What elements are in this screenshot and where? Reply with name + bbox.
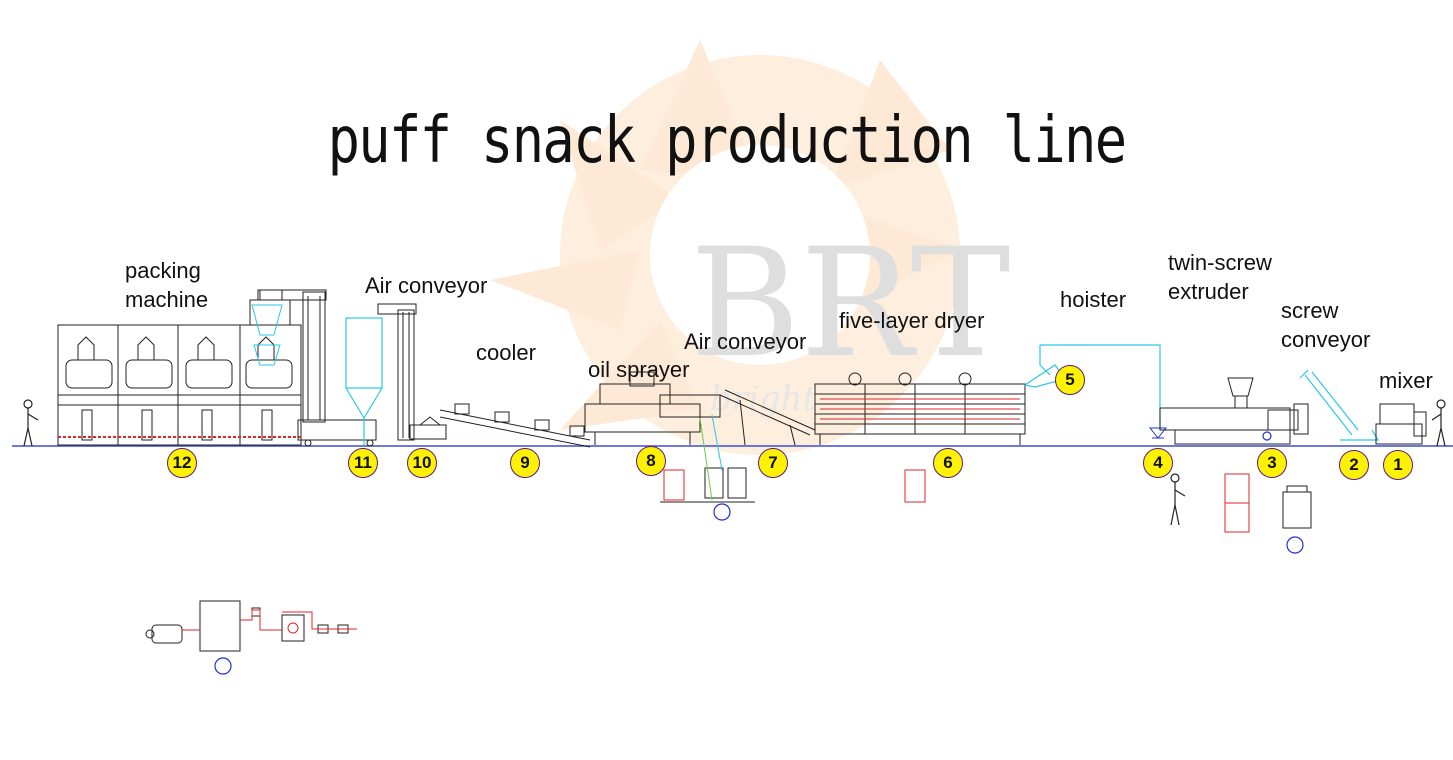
- bucket-elevator: [257, 289, 377, 447]
- operator-figure-4: [1170, 473, 1186, 526]
- marker-4: 4: [1143, 448, 1173, 478]
- marker-11: 11: [348, 448, 378, 478]
- label-screw-conveyor: screw conveyor: [1281, 296, 1370, 354]
- label-mixer: mixer: [1379, 368, 1433, 393]
- marker-6: 6: [933, 448, 963, 478]
- packing-hopper: [251, 304, 283, 366]
- marker-8: 8: [636, 446, 666, 476]
- label-twin-screw-extruder: twin-screw extruder: [1168, 248, 1272, 306]
- marker-5: 5: [1055, 365, 1085, 395]
- water-tank: [1282, 485, 1312, 529]
- operator-figure-left: [23, 399, 39, 447]
- feeder-4: [1148, 427, 1168, 439]
- marker-10: 10: [407, 448, 437, 478]
- label-cooler: cooler: [476, 340, 536, 365]
- air-conveyor-mid: [719, 389, 816, 446]
- label-five-layer-dryer: five-layer dryer: [839, 308, 985, 333]
- air-conveyor-left: [377, 303, 417, 441]
- watermark-text: BRT: [690, 217, 1011, 391]
- oil-pipe-green: [699, 417, 713, 501]
- marker-12: 12: [167, 448, 197, 478]
- oil-tanks: [660, 467, 755, 503]
- label-hoister: hoister: [1060, 287, 1127, 312]
- label-extruder-line2: extruder: [1168, 279, 1249, 304]
- hoister: [1023, 344, 1161, 430]
- extruder-motor-symbol: [1262, 431, 1272, 441]
- feeder-10: [409, 416, 447, 440]
- dryer-heater-lines: [820, 398, 1020, 420]
- diagram-title: puff snack production line: [327, 104, 1128, 178]
- label-extruder-line1: twin-screw: [1168, 250, 1272, 275]
- label-screw-line2: conveyor: [1281, 327, 1371, 352]
- mixer: [1375, 403, 1427, 445]
- oil-motor-symbol: [713, 503, 731, 521]
- marker-2: 2: [1339, 450, 1369, 480]
- dryer-control-cabinet: [904, 469, 926, 503]
- label-air-conveyor-left: Air conveyor: [365, 273, 488, 298]
- twin-screw-extruder: [1159, 377, 1309, 445]
- steam-generator-set: [145, 600, 349, 652]
- label-screw-line1: screw: [1281, 298, 1339, 323]
- watermark-subtext: bright: [710, 379, 817, 419]
- cooler: [439, 403, 591, 448]
- marker-1: 1: [1383, 450, 1413, 480]
- marker-3: 3: [1257, 448, 1287, 478]
- screw-conveyor: [1299, 369, 1380, 441]
- extruder-control-cabinet: [1224, 473, 1250, 533]
- tank-motor-symbol: [1286, 536, 1304, 554]
- marker-9: 9: [510, 448, 540, 478]
- oil-pipe: [711, 414, 723, 471]
- label-oil-sprayer: oil sprayer: [588, 357, 690, 382]
- oil-control-cabinet: [663, 469, 685, 501]
- steam-motor-symbol: [214, 657, 232, 675]
- steam-pipes: [182, 609, 357, 634]
- label-packing-line2: machine: [125, 287, 209, 312]
- watermark-center: [650, 145, 870, 365]
- label-air-conveyor-mid: Air conveyor: [684, 329, 807, 354]
- air-conveyor-cyclone: [345, 317, 383, 445]
- operator-figure-right: [1431, 399, 1446, 447]
- marker-7: 7: [758, 448, 788, 478]
- label-packing-machine: packing machine: [125, 256, 208, 314]
- label-packing-line1: packing: [125, 258, 201, 283]
